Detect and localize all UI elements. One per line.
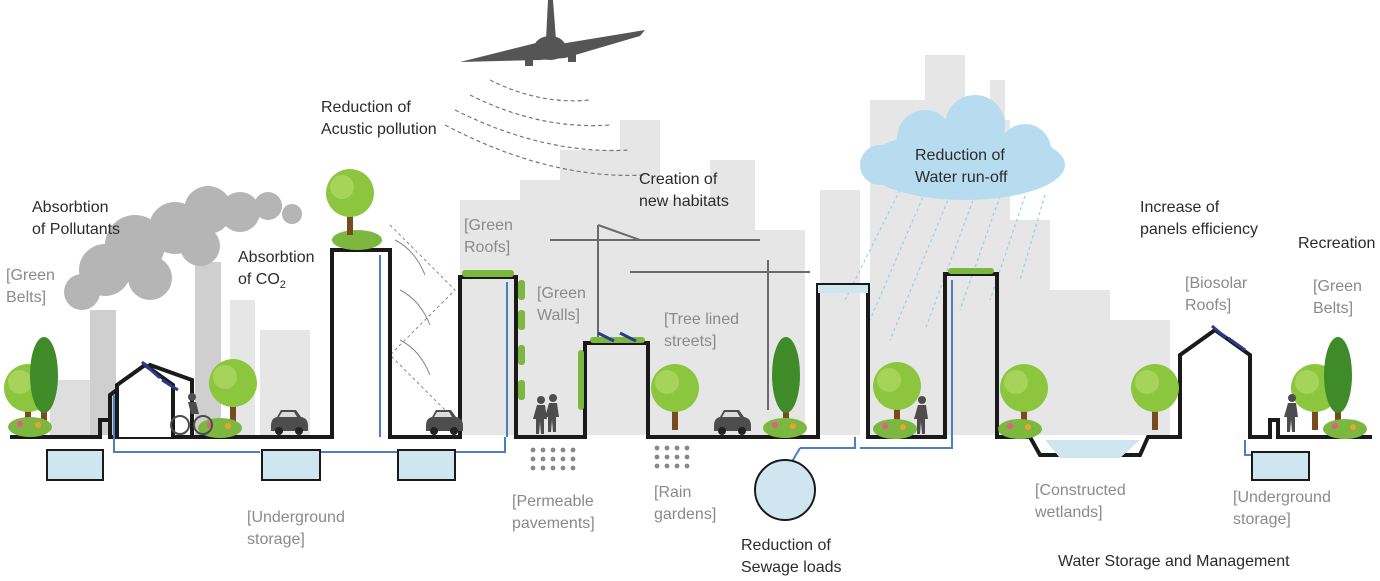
airplane-icon — [460, 0, 645, 66]
label-permeable-pavements: [Permeable pavements] — [512, 493, 595, 532]
label-absorption-co2-main: Absorbtion of CO — [238, 249, 315, 288]
label-water-storage-management: Water Storage and Management — [1058, 553, 1290, 570]
label-absorption-pollutants: Absorbtion of Pollutants — [32, 199, 121, 238]
cyclist-icon — [170, 393, 213, 435]
label-green-belts-left: [Green Belts] — [6, 267, 55, 306]
label-absorption-co2: Absorbtion of CO2 — [238, 247, 315, 296]
label-panels-efficiency: Increase of panels efficiency — [1140, 199, 1258, 238]
green-roofs — [332, 230, 994, 410]
water-system — [113, 255, 1255, 466]
label-underground-storage-right: [Underground storage] — [1233, 489, 1331, 528]
sound-waves — [444, 79, 646, 176]
label-acoustic-pollution: Reduction of Acustic pollution — [321, 99, 437, 138]
house-left — [115, 362, 175, 437]
permeable-pavement-dots — [530, 445, 690, 471]
label-rain-gardens: [Rain gardens] — [654, 484, 717, 523]
label-new-habitats: Creation of new habitats — [639, 171, 729, 210]
label-tree-lined-streets: [Tree lined streets] — [664, 311, 739, 350]
label-water-runoff: Reduction of Water run-off — [915, 147, 1008, 186]
smoke-icon — [64, 186, 302, 310]
factory-chimneys — [50, 262, 221, 435]
label-biosolar-roofs: [Biosolar Roofs] — [1185, 275, 1248, 314]
acoustic-barrier — [389, 224, 456, 421]
label-sewage-loads: Reduction of Sewage loads — [741, 537, 842, 576]
solar-panel-icon — [141, 324, 1246, 392]
label-green-walls: [Green Walls] — [537, 285, 586, 324]
crane-icon — [550, 224, 810, 410]
label-constructed-wetlands: [Constructed wetlands] — [1035, 482, 1126, 521]
label-underground-storage-left: [Underground storage] — [247, 509, 345, 548]
label-absorption-co2-subscript: 2 — [279, 279, 286, 292]
label-green-belts-right: [Green Belts] — [1313, 278, 1362, 317]
label-green-roofs: [Green Roofs] — [464, 217, 513, 256]
label-recreation: Recreation — [1298, 235, 1376, 252]
water-tank-icon — [46, 285, 1310, 521]
